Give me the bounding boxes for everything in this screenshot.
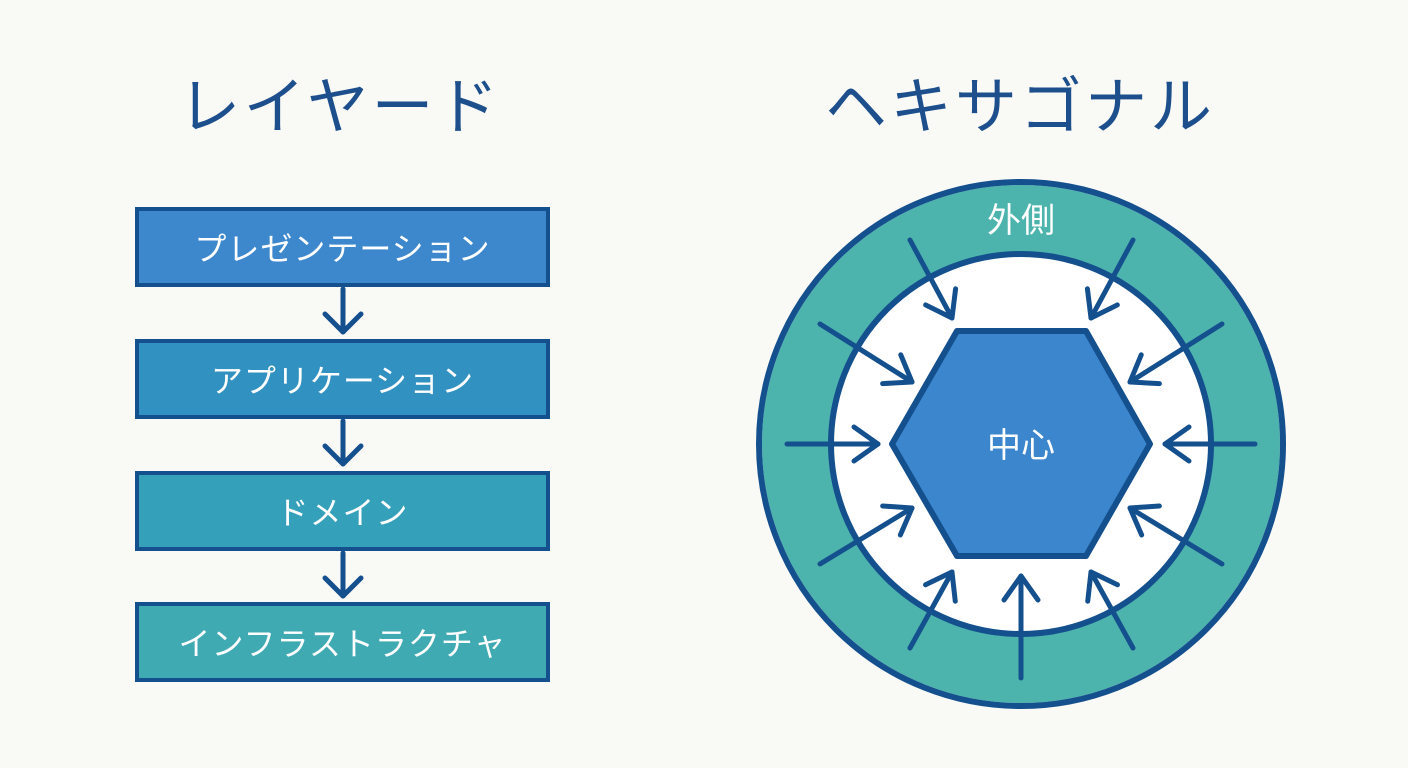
inward-arrow-2 bbox=[1084, 237, 1136, 321]
core-label: 中心 bbox=[987, 426, 1055, 466]
down-arrow-3 bbox=[322, 550, 364, 599]
inward-arrow-11 bbox=[1001, 573, 1041, 681]
down-arrow-1 bbox=[322, 286, 364, 335]
down-arrow-2 bbox=[322, 418, 364, 467]
inward-arrow-6 bbox=[1162, 424, 1258, 464]
inward-arrow-9 bbox=[907, 569, 958, 651]
outer-ring-outline bbox=[756, 179, 1286, 709]
outer-label: 外側 bbox=[987, 201, 1055, 241]
inward-arrow-10 bbox=[1085, 569, 1136, 651]
hexagonal-title: ヘキサゴナル bbox=[824, 70, 1215, 143]
inward-arrow-4 bbox=[1127, 321, 1225, 387]
inward-arrow-1 bbox=[907, 237, 959, 321]
layer-infrastructure: インフラストラクチャ bbox=[135, 602, 550, 682]
layer-domain: ドメイン bbox=[135, 471, 550, 551]
inward-arrow-5 bbox=[784, 424, 881, 464]
layer-application: アプリケーション bbox=[135, 339, 550, 419]
layer-presentation: プレゼンテーション bbox=[135, 207, 550, 287]
inward-arrows bbox=[784, 237, 1258, 681]
inward-arrow-7 bbox=[817, 503, 915, 567]
core-hexagon bbox=[889, 328, 1153, 559]
layered-title: レイヤード bbox=[178, 70, 502, 143]
inward-arrow-8 bbox=[1127, 503, 1225, 567]
inward-arrow-3 bbox=[817, 321, 915, 387]
